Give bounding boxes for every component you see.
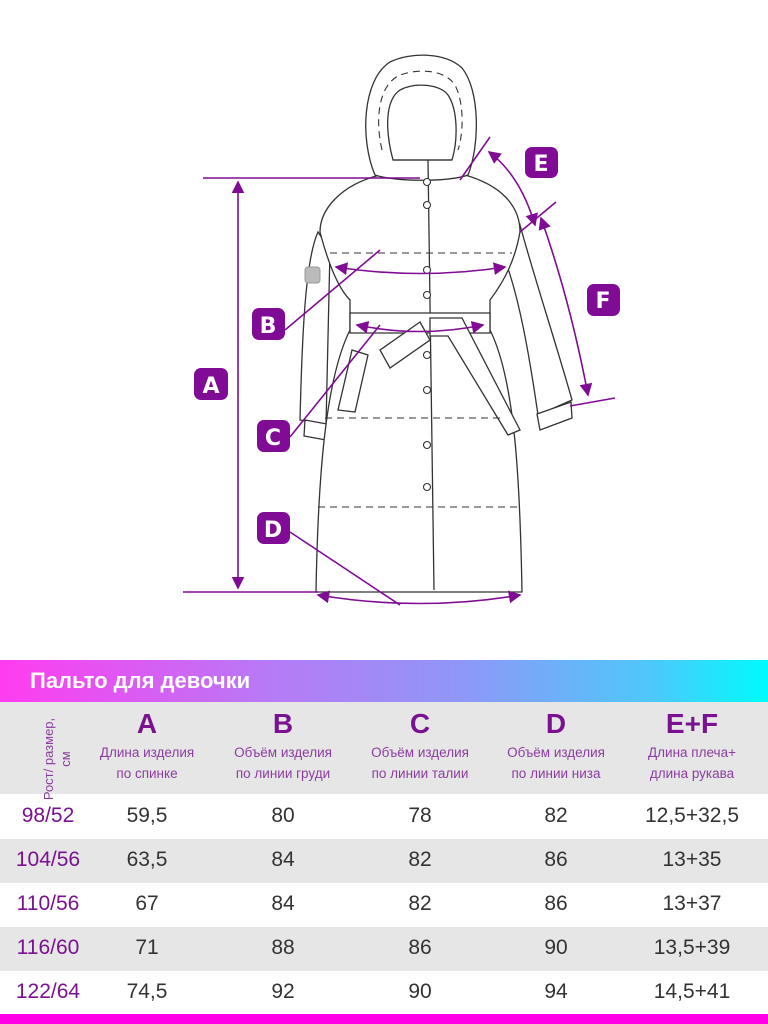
svg-text:C: C — [265, 426, 281, 451]
label-f: F — [587, 284, 620, 316]
label-d: D — [257, 512, 290, 544]
svg-text:E: E — [533, 152, 548, 177]
value-cell: 13,5+39 — [653, 936, 731, 959]
column-header-d: D Объём изделия по линии низа — [488, 706, 624, 784]
column-desc: по линии талии — [371, 766, 469, 781]
value-cell: 74,5 — [126, 980, 168, 1003]
svg-text:F: F — [595, 289, 610, 314]
value-cell: 86 — [408, 936, 432, 959]
column-header-e-f: E+F Длина плеча+ длина рукава — [624, 706, 760, 784]
value-cell: 63,5 — [126, 848, 168, 871]
column-letter: D — [545, 708, 567, 739]
coat-measurement-diagram: A B C D E F — [183, 54, 620, 606]
column-header-b: B Объём изделия по линии груди — [215, 706, 351, 784]
seam-lines — [318, 70, 520, 508]
value-cell: 59,5 — [126, 804, 168, 827]
value-cell: 92 — [271, 980, 295, 1003]
label-b: B — [252, 308, 285, 340]
svg-text:A: A — [202, 374, 219, 399]
column-desc: по линии низа — [511, 766, 601, 781]
size-cell: 104/56 — [15, 848, 81, 871]
value-cell: 82 — [408, 892, 432, 915]
table-header-row — [0, 702, 768, 794]
svg-text:D: D — [264, 518, 282, 543]
value-cell: 90 — [544, 936, 568, 959]
size-cell: 116/60 — [16, 936, 80, 959]
size-cell: 122/64 — [15, 980, 81, 1003]
value-cell: 86 — [544, 848, 568, 871]
footer-bar — [0, 1014, 768, 1024]
column-letter: C — [409, 708, 431, 739]
value-cell: 86 — [544, 892, 568, 915]
column-letter: E+F — [665, 708, 719, 739]
size-cell: 98/52 — [21, 804, 75, 827]
value-cell: 82 — [408, 848, 432, 871]
size-column-header: Рост/ размер, см — [41, 717, 73, 801]
table-title-bar: Пальто для девочки — [0, 660, 768, 702]
column-letter: B — [272, 708, 294, 739]
value-cell: 12,5+32,5 — [644, 804, 739, 827]
label-c: C — [257, 420, 290, 452]
value-cell: 82 — [544, 804, 568, 827]
table-title: Пальто для девочки — [30, 668, 251, 693]
column-header-c: C Объём изделия по линии талии — [352, 706, 488, 784]
sleeve-patch — [304, 266, 321, 284]
column-desc: Длина изделия — [99, 745, 195, 760]
value-cell: 94 — [544, 980, 568, 1003]
value-cell: 84 — [271, 892, 295, 915]
svg-text:B: B — [260, 314, 277, 339]
column-desc: длина рукава — [649, 766, 735, 781]
column-desc: Объём изделия — [371, 745, 469, 760]
value-cell: 80 — [271, 804, 295, 827]
table-row: 122/64 74,5 92 90 94 14,5+41 — [0, 971, 768, 1015]
column-desc: по спинке — [116, 766, 178, 781]
label-e: E — [525, 147, 558, 178]
column-desc: Длина плеча+ — [648, 745, 736, 760]
coat-outline — [299, 54, 573, 593]
measurement-lines — [183, 136, 616, 606]
column-desc: по линии груди — [235, 766, 331, 781]
value-cell: 88 — [271, 936, 295, 959]
table-row: 110/56 67 84 82 86 13+37 — [0, 883, 768, 927]
column-header-a: A Длина изделия по спинке — [79, 706, 215, 784]
value-cell: 14,5+41 — [653, 980, 731, 1003]
value-cell: 78 — [408, 804, 432, 827]
table-row: 104/56 63,5 84 82 86 13+35 — [0, 839, 768, 883]
value-cell: 71 — [135, 936, 159, 959]
value-cell: 67 — [135, 892, 159, 915]
column-desc: Объём изделия — [507, 745, 605, 760]
table-row: 116/60 71 88 86 90 13,5+39 — [0, 927, 768, 971]
column-desc: Объём изделия — [234, 745, 332, 760]
size-cell: 110/56 — [16, 892, 80, 915]
value-cell: 90 — [408, 980, 432, 1003]
value-cell: 84 — [271, 848, 295, 871]
label-a: A — [194, 368, 228, 400]
value-cell: 13+35 — [662, 848, 722, 871]
table-row: 98/52 59,5 80 78 82 12,5+32,5 — [0, 795, 768, 839]
column-letter: A — [136, 708, 158, 739]
value-cell: 13+37 — [662, 892, 722, 915]
